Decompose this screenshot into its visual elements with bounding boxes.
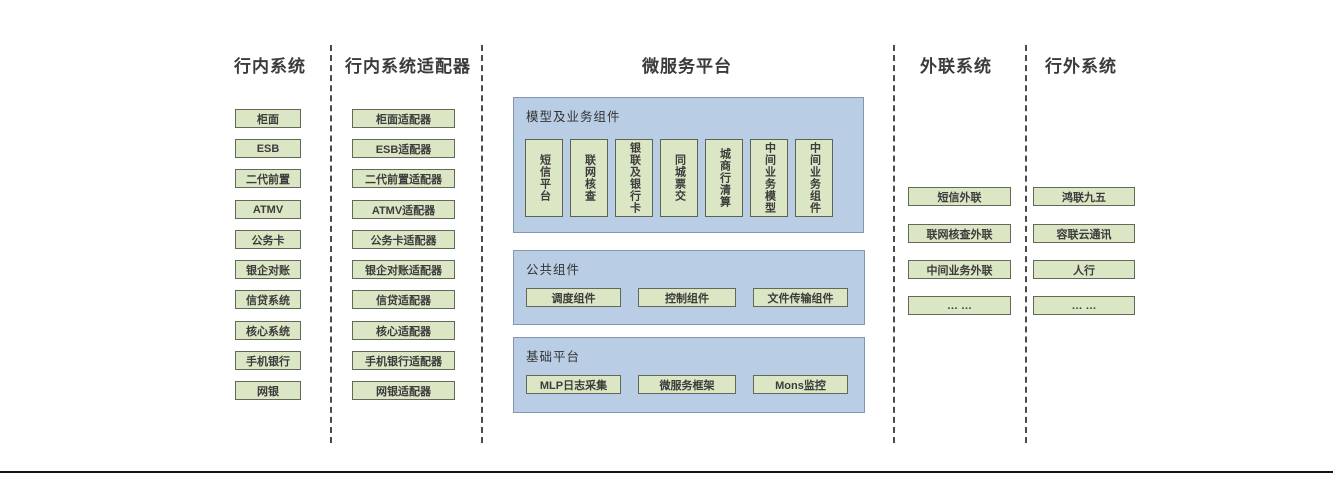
column-title-external-systems: 行外系统 [1045, 57, 1117, 76]
system-box: 网银 [235, 381, 301, 400]
component-box-vertical: 中间业务模型 [750, 139, 788, 217]
panel-label: 模型及业务组件 [526, 110, 621, 124]
adapter-box: 手机银行适配器 [352, 351, 455, 370]
adapter-box: 柜面适配器 [352, 109, 455, 128]
column-separator [481, 45, 483, 443]
column-separator [330, 45, 332, 443]
panel-base-platform: 基础平台 MLP日志采集 微服务框架 Mons监控 [513, 337, 865, 413]
adapter-box: 二代前置适配器 [352, 169, 455, 188]
system-box: ESB [235, 139, 301, 158]
component-box-vertical: 中间业务组件 [795, 139, 833, 217]
column-title-internal-adapters: 行内系统适配器 [345, 57, 471, 76]
adapter-box: 网银适配器 [352, 381, 455, 400]
external-link-box: 短信外联 [908, 187, 1011, 206]
component-box-vertical: 同城票交 [660, 139, 698, 217]
panel-label: 基础平台 [526, 350, 581, 364]
external-system-box: 人行 [1033, 260, 1135, 279]
external-link-box: 联网核查外联 [908, 224, 1011, 243]
adapter-box: ATMV适配器 [352, 200, 455, 219]
component-box-vertical: 城商行清算 [705, 139, 743, 217]
column-title-microservice-platform: 微服务平台 [642, 57, 732, 76]
column-title-external-link-systems: 外联系统 [920, 57, 992, 76]
component-box: Mons监控 [753, 375, 848, 394]
component-box: 文件传输组件 [753, 288, 848, 307]
system-box: 公务卡 [235, 230, 301, 249]
external-system-box: … … [1033, 296, 1135, 315]
adapter-box: 核心适配器 [352, 321, 455, 340]
system-box: 银企对账 [235, 260, 301, 279]
adapter-box: ESB适配器 [352, 139, 455, 158]
panel-model-business-components: 模型及业务组件 短信平台 联网核查 银联及银行卡 同城票交 城商行清算 中间业务… [513, 97, 864, 233]
column-separator [893, 45, 895, 443]
component-box-vertical: 短信平台 [525, 139, 563, 217]
component-box: MLP日志采集 [526, 375, 621, 394]
panel-common-components: 公共组件 调度组件 控制组件 文件传输组件 [513, 250, 865, 325]
component-box: 控制组件 [638, 288, 736, 307]
component-box: 调度组件 [526, 288, 621, 307]
system-box: 信贷系统 [235, 290, 301, 309]
bottom-divider [0, 471, 1333, 473]
system-box: ATMV [235, 200, 301, 219]
external-link-box: … … [908, 296, 1011, 315]
component-box: 微服务框架 [638, 375, 736, 394]
external-link-box: 中间业务外联 [908, 260, 1011, 279]
panel-label: 公共组件 [526, 263, 581, 277]
component-box-vertical: 银联及银行卡 [615, 139, 653, 217]
external-system-box: 容联云通讯 [1033, 224, 1135, 243]
adapter-box: 公务卡适配器 [352, 230, 455, 249]
system-box: 二代前置 [235, 169, 301, 188]
column-title-internal-systems: 行内系统 [234, 57, 306, 76]
adapter-box: 信贷适配器 [352, 290, 455, 309]
column-separator [1025, 45, 1027, 443]
external-system-box: 鸿联九五 [1033, 187, 1135, 206]
system-box: 核心系统 [235, 321, 301, 340]
system-box: 手机银行 [235, 351, 301, 370]
adapter-box: 银企对账适配器 [352, 260, 455, 279]
system-box: 柜面 [235, 109, 301, 128]
component-box-vertical: 联网核查 [570, 139, 608, 217]
